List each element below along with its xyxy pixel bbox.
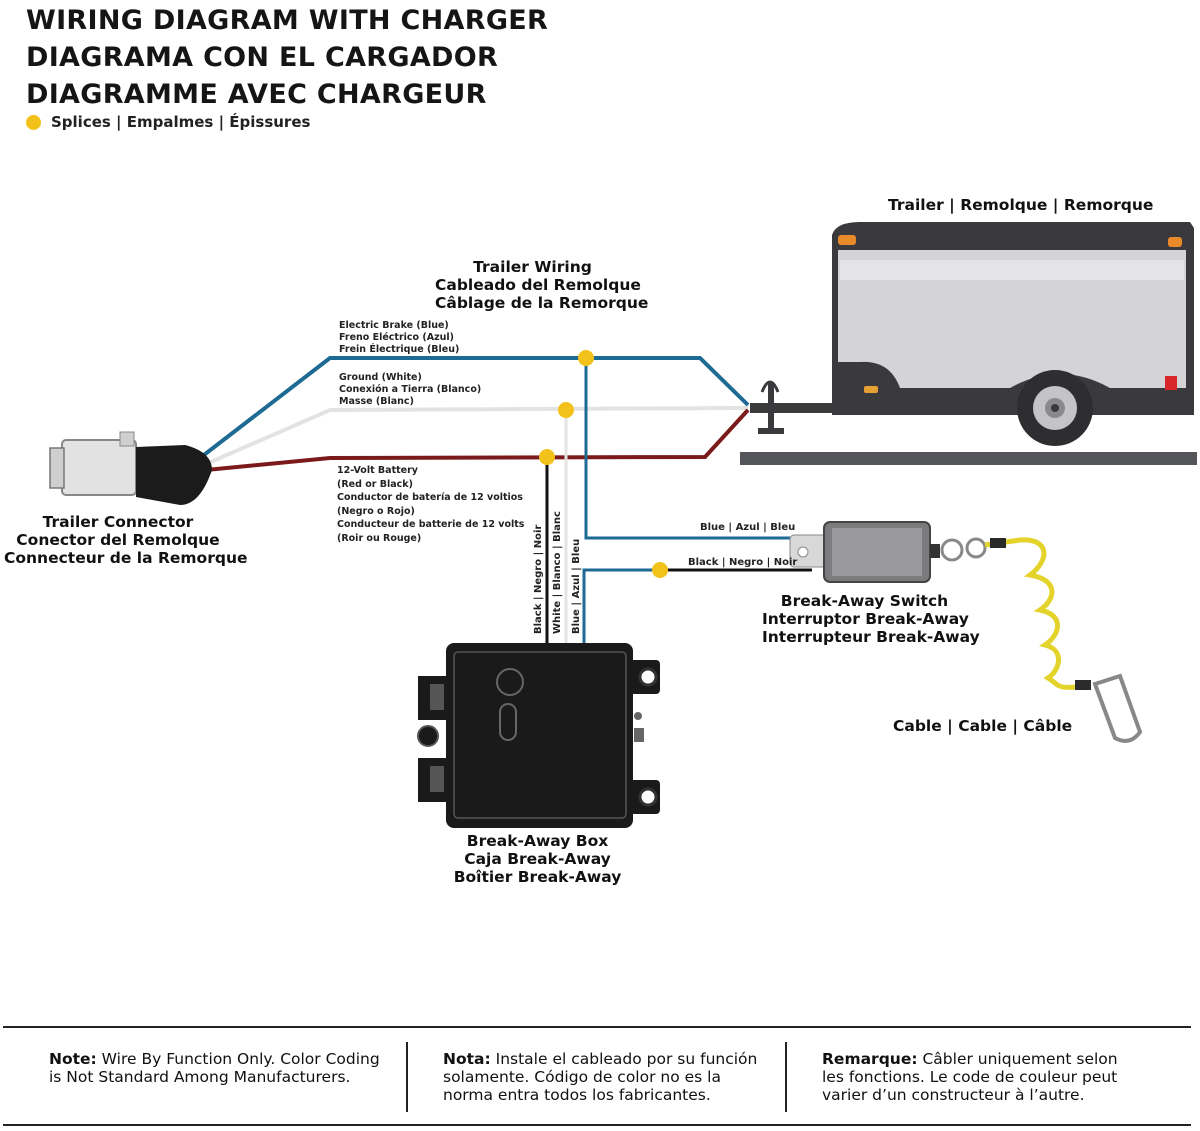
note-en-body2: is Not Standard Among Manufacturers. xyxy=(49,1068,351,1086)
vertical-blue-label: Blue | Azul | Bleu xyxy=(571,538,582,634)
breakaway-box-label: Break-Away Box Caja Break-Away Boîtier B… xyxy=(440,832,635,886)
battery-wire-fr-color: (Roir ou Rouge) xyxy=(337,532,422,544)
trailer-wiring-es: Cableado del Remolque xyxy=(435,276,641,294)
trailer-label-text: Trailer | Remolque | Remorque xyxy=(888,196,1154,214)
trailer-label: Trailer | Remolque | Remorque xyxy=(888,196,1153,214)
wire-harness xyxy=(198,356,812,648)
breakaway-box-illustration xyxy=(417,643,660,828)
battery-wire-fr: Conducteur de batterie de 12 volts xyxy=(337,519,525,530)
switch-blue-wire-label: Blue | Azul | Bleu xyxy=(700,522,796,533)
note-fr-body1: Câbler uniquement selon xyxy=(917,1050,1118,1068)
connector-en: Trailer Connector xyxy=(42,513,194,531)
connector-es: Conector del Remolque xyxy=(16,531,220,549)
title-french: DIAGRAMME AVEC CHARGEUR xyxy=(26,79,487,110)
coiled-cable xyxy=(984,537,1143,743)
vertical-white-label: White | Blanco | Blanc xyxy=(552,511,563,634)
footer-top-rule xyxy=(3,1026,1191,1028)
ground-wire-label: Ground (White) Conexión a Tierra (Blanco… xyxy=(339,372,481,408)
note-en-body1: Wire By Function Only. Color Coding xyxy=(96,1050,380,1068)
footer-divider-2 xyxy=(785,1042,787,1112)
box-es: Caja Break-Away xyxy=(464,850,611,868)
footer-note-spanish: Nota: Instale el cableado por su función… xyxy=(443,1050,757,1104)
ground-wire-en: Ground (White) xyxy=(339,372,422,383)
brake-wire-en: Electric Brake (Blue) xyxy=(339,320,449,331)
trailer-connector-plug xyxy=(49,431,212,505)
title-english: WIRING DIAGRAM WITH CHARGER xyxy=(26,5,549,36)
trailer-illustration xyxy=(740,222,1197,465)
ground-wire-es: Conexión a Tierra (Blanco) xyxy=(339,384,482,395)
trailer-wiring-en: Trailer Wiring xyxy=(473,258,592,276)
note-es-body2: solamente. Código de color no es la xyxy=(443,1068,721,1086)
note-fr-head: Remarque: xyxy=(822,1050,918,1068)
switch-black-wire-label: Black | Negro | Noir xyxy=(688,557,798,568)
trailer-connector-label: Trailer Connector Conector del Remolque … xyxy=(4,513,248,567)
battery-wire-en: 12-Volt Battery xyxy=(337,465,418,476)
box-fr: Boîtier Break-Away xyxy=(453,868,622,886)
footer-bottom-rule xyxy=(3,1124,1191,1126)
battery-wire-es: Conductor de batería de 12 voltios xyxy=(337,492,523,503)
footer-note-english: Note: Wire By Function Only. Color Codin… xyxy=(49,1050,380,1086)
note-es-body3: norma entra todos los fabricantes. xyxy=(443,1086,711,1104)
footer-note-french: Remarque: Câbler uniquement selon les fo… xyxy=(822,1050,1118,1104)
splice-points xyxy=(539,350,668,578)
note-en-head: Note: xyxy=(49,1050,97,1068)
brake-wire-label: Electric Brake (Blue) Freno Eléctrico (A… xyxy=(339,320,459,356)
note-fr-body2: les fonctions. Le code de couleur peut xyxy=(822,1068,1118,1086)
splice-dot-icon xyxy=(26,114,41,130)
ground-wire-fr: Masse (Blanc) xyxy=(339,396,414,407)
footer-divider-1 xyxy=(406,1042,408,1112)
box-en: Break-Away Box xyxy=(466,832,609,850)
title-block: WIRING DIAGRAM WITH CHARGER DIAGRAMA CON… xyxy=(26,2,548,113)
brake-wire-es: Freno Eléctrico (Azul) xyxy=(339,332,454,343)
cable-label-text: Cable | Cable | Câble xyxy=(893,717,1073,735)
trailer-wiring-fr: Câblage de la Remorque xyxy=(435,294,649,312)
battery-wire-es-color: (Negro o Rojo) xyxy=(337,505,415,517)
vertical-black-label: Black | Negro | Noir xyxy=(533,524,544,634)
title-spanish: DIAGRAMA CON EL CARGADOR xyxy=(26,42,499,73)
switch-fr: Interrupteur Break-Away xyxy=(762,628,980,646)
note-es-body1: Instale el cableado por su función xyxy=(490,1050,758,1068)
switch-es: Interruptor Break-Away xyxy=(762,610,969,628)
breakaway-switch-illustration xyxy=(789,521,987,583)
splice-legend-text: Splices | Empalmes | Épissures xyxy=(51,113,311,131)
cable-label: Cable | Cable | Câble xyxy=(893,717,1072,735)
battery-wire-label: 12-Volt Battery (Red or Black) Conductor… xyxy=(337,464,524,545)
switch-en: Break-Away Switch xyxy=(780,592,949,610)
splice-legend: Splices | Empalmes | Épissures xyxy=(26,113,310,131)
connector-fr: Connecteur de la Remorque xyxy=(4,549,248,567)
breakaway-switch-label: Break-Away Switch Interruptor Break-Away… xyxy=(762,592,980,646)
note-es-head: Nota: xyxy=(443,1050,491,1068)
brake-wire-fr: Frein Électrique (Bleu) xyxy=(339,344,460,355)
trailer-wiring-label: Trailer Wiring Cableado del Remolque Câb… xyxy=(435,258,649,312)
note-fr-body3: varier d’un constructeur à l’autre. xyxy=(822,1086,1085,1104)
battery-wire-en-color: (Red or Black) xyxy=(337,478,413,490)
